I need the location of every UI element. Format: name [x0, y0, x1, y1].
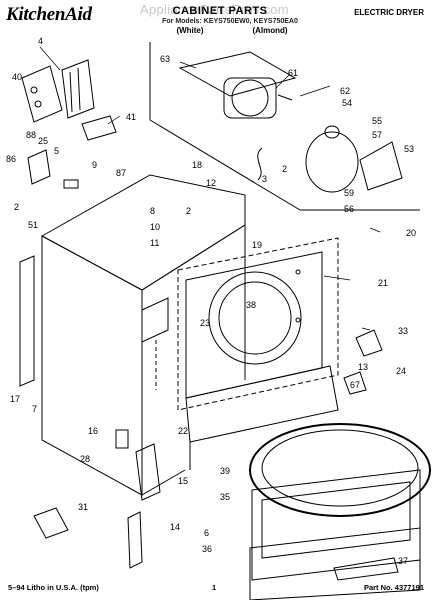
clip-part: [63, 179, 79, 189]
clip-part: [33, 507, 69, 539]
model-colors: (White) (Almond): [150, 26, 320, 35]
bracket-part: [81, 115, 117, 141]
appliance-category: ELECTRIC DRYER: [354, 8, 424, 17]
callout: 54: [342, 98, 352, 108]
page-number: 1: [212, 583, 217, 592]
part-number: Part No. 4377191: [363, 583, 424, 592]
callout: 13: [358, 362, 368, 372]
callout: 41: [126, 112, 136, 122]
callout: 33: [398, 326, 408, 336]
callout: 57: [372, 130, 382, 140]
callout: 53: [404, 144, 414, 154]
watermark: AppliancePartsPros.com: [140, 2, 289, 17]
drum-part: [249, 423, 431, 581]
color-almond: (Almond): [252, 26, 288, 35]
callout: 24: [396, 366, 406, 376]
terminal-block-part: [21, 59, 95, 123]
page-title: CABINET PARTS: [172, 5, 268, 17]
leveling-leg-part: [115, 429, 129, 449]
callout: 10: [150, 222, 160, 232]
callout: 7: [32, 404, 37, 414]
callout: 2: [186, 206, 191, 216]
callout: 86: [6, 154, 16, 164]
callout: 35: [220, 492, 230, 502]
callout: 62: [340, 86, 350, 96]
brand-logo: KitchenAid: [6, 4, 92, 25]
hinge-part: [135, 443, 161, 501]
bracket-part: [127, 511, 143, 569]
callout: 39: [220, 466, 230, 476]
frame-line: [149, 119, 301, 211]
callout: 28: [80, 454, 90, 464]
toe-panel-part: [185, 365, 339, 443]
callout: 14: [170, 522, 180, 532]
callout: 5: [54, 146, 59, 156]
callout: 88: [26, 130, 36, 140]
callout: 22: [178, 426, 188, 436]
callout: 36: [202, 544, 212, 554]
callout: 15: [178, 476, 188, 486]
callout: 25: [38, 136, 48, 146]
callout: 16: [88, 426, 98, 436]
cover-plate-part: [27, 149, 51, 185]
callout: 11: [150, 238, 159, 248]
callout: 4: [38, 36, 43, 46]
callout: 59: [344, 188, 354, 198]
callout: 67: [350, 380, 360, 390]
callout: 37: [398, 556, 408, 566]
callout: 8: [150, 206, 155, 216]
callout: 61: [288, 68, 298, 78]
callout: 17: [10, 394, 20, 404]
callout-numbers: 4 40 41 88 5 25 86 9 87 2 51 18 12 8 2 1…: [6, 36, 416, 566]
harness-part: [257, 147, 263, 181]
callout: 56: [344, 204, 354, 214]
latch-part: [355, 329, 383, 357]
callout: 19: [252, 240, 262, 250]
callout: 2: [14, 202, 19, 212]
callout: 12: [206, 178, 216, 188]
drive-belt-part: [305, 131, 359, 193]
slot-cover-part: [333, 557, 399, 581]
callout: 3: [262, 174, 267, 184]
clip-part: [343, 371, 367, 395]
litho-note: 5–94 Litho in U.S.A. (tpm): [8, 583, 99, 592]
cabinet-body: [19, 174, 246, 496]
callout: 38: [246, 300, 256, 310]
callout: 51: [28, 220, 38, 230]
color-white: (White): [176, 26, 204, 35]
callout: 87: [116, 168, 126, 178]
idler-pulley-part: [324, 125, 340, 139]
callout: 21: [378, 278, 388, 288]
callout: 55: [372, 116, 382, 126]
model-list: For Models: KEYS750EW0, KEYS750EA0: [162, 18, 298, 25]
callout: 40: [12, 72, 22, 82]
callout: 18: [192, 160, 202, 170]
page-header: KitchenAid AppliancePartsPros.com CABINE…: [0, 0, 432, 40]
callout: 20: [406, 228, 416, 238]
base-part: [249, 527, 421, 600]
motor-assembly-part: [178, 51, 297, 119]
idler-bracket-part: [359, 141, 403, 191]
callout: 2: [282, 164, 287, 174]
callout: 31: [78, 502, 88, 512]
callout: 23: [200, 318, 210, 328]
callout: 6: [204, 528, 209, 538]
callout: 63: [160, 54, 170, 64]
callout: 9: [92, 160, 97, 170]
